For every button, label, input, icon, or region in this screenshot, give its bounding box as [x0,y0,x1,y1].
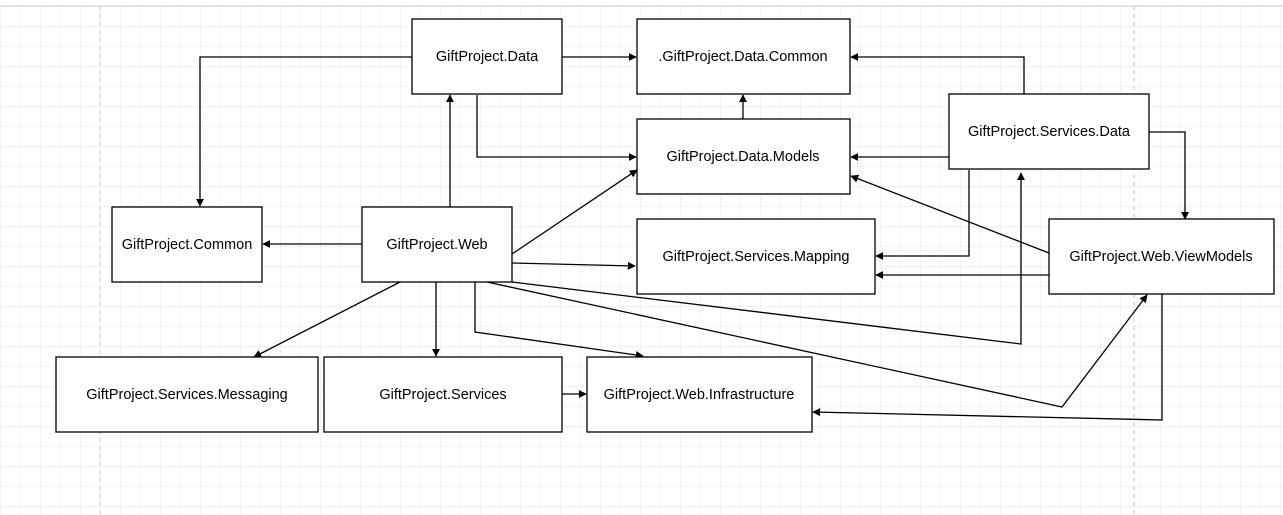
node-web-infrastructure-label: GiftProject.Web.Infrastructure [604,387,795,403]
node-services-data[interactable]: GiftProject.Services.Data [948,93,1150,170]
node-common-label: GiftProject.Common [122,237,253,253]
node-services-label: GiftProject.Services [379,387,506,403]
nodes-layer: GiftProject.Data .GiftProject.Data.Commo… [55,18,1275,433]
edge-web-viewmodels-to-data-models [850,174,1050,254]
node-web-label: GiftProject.Web [386,237,487,253]
edge-web-viewmodels-to-web-infrastructure [812,294,1163,421]
node-web-viewmodels-label: GiftProject.Web.ViewModels [1069,249,1252,265]
node-data-common[interactable]: .GiftProject.Data.Common [636,18,851,95]
node-data-common-label: .GiftProject.Data.Common [658,49,827,65]
edge-web-to-web-viewmodels [486,281,1148,408]
node-web-infrastructure[interactable]: GiftProject.Web.Infrastructure [586,356,813,433]
node-services-messaging[interactable]: GiftProject.Services.Messaging [55,356,319,433]
edges-layer [196,53,1189,421]
edge-web-to-data-models [511,169,638,255]
edge-web-to-services-data [511,172,1025,345]
edge-web-to-services-messaging [253,281,401,358]
node-web[interactable]: GiftProject.Web [361,206,513,283]
node-services-mapping-label: GiftProject.Services.Mapping [663,249,850,265]
node-services-mapping[interactable]: GiftProject.Services.Mapping [636,218,876,295]
node-services-data-label: GiftProject.Services.Data [968,124,1131,140]
node-services[interactable]: GiftProject.Services [323,356,563,433]
node-data-models-label: GiftProject.Data.Models [666,149,819,165]
edge-web-to-services-mapping [511,261,636,270]
node-common[interactable]: GiftProject.Common [111,206,263,283]
node-data-models[interactable]: GiftProject.Data.Models [636,118,851,195]
edge-services-data-to-services-mapping [875,170,970,260]
edge-data-to-common [196,56,412,207]
node-data[interactable]: GiftProject.Data [411,18,563,95]
edge-services-data-to-data-common [850,53,1025,94]
node-web-viewmodels[interactable]: GiftProject.Web.ViewModels [1048,218,1275,295]
node-data-label: GiftProject.Data [436,49,539,65]
edge-data-to-data-models [476,95,637,161]
node-services-messaging-label: GiftProject.Services.Messaging [86,387,287,403]
edge-web-to-web-infrastructure [474,282,644,359]
edge-services-data-to-web-viewmodels [1149,131,1189,220]
